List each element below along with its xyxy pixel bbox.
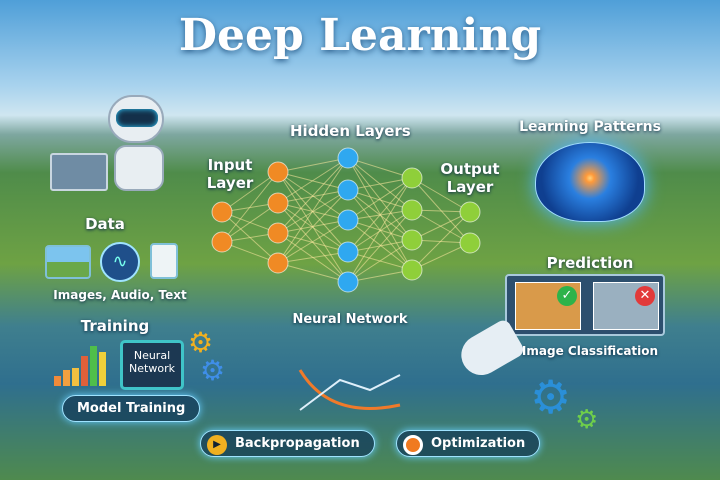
neuron-node <box>401 229 423 251</box>
connection-line <box>347 157 413 271</box>
connection-line <box>347 177 413 191</box>
model-training-button[interactable]: Model Training <box>62 395 201 422</box>
output-layer-label: Output Layer <box>440 160 500 196</box>
connection-line <box>411 211 471 241</box>
connection-line <box>221 171 279 243</box>
connection-line <box>277 189 349 204</box>
audio-waveform-icon: ∿ <box>100 242 140 282</box>
connection-line <box>277 189 349 234</box>
neuron-node <box>401 199 423 221</box>
learning-patterns-label: Learning Patterns <box>519 119 661 135</box>
neuron-node <box>267 222 289 244</box>
neuron-node <box>401 167 423 189</box>
neuron-node <box>337 147 359 169</box>
chart-bar <box>81 356 88 386</box>
chart-bar <box>90 346 97 386</box>
neural-network-caption: Neural Network <box>292 312 408 327</box>
training-label: Training <box>80 317 150 335</box>
connection-line <box>277 157 349 204</box>
gear-icon: ⚙ <box>200 354 226 387</box>
chart-bar <box>63 370 70 386</box>
connection-line <box>411 211 471 271</box>
chart-bar <box>72 368 79 386</box>
connection-line <box>347 189 413 211</box>
neuron-node <box>401 259 423 281</box>
bar-chart-icon <box>54 346 106 386</box>
neuron-node <box>459 201 481 223</box>
neuron-node <box>337 209 359 231</box>
document-icon <box>150 243 178 279</box>
connection-line <box>347 157 413 179</box>
neuron-node <box>211 231 233 253</box>
optimization-label: Optimization <box>431 436 526 451</box>
optimization-icon <box>403 435 423 455</box>
connection-line <box>277 157 349 264</box>
neuron-node <box>211 201 233 223</box>
image-icon <box>45 245 91 279</box>
hidden-layers-label: Hidden Layers <box>290 122 411 140</box>
connection-line <box>347 177 413 283</box>
connection-line <box>411 177 471 213</box>
connection-line <box>411 242 471 271</box>
neural-network-chip: Neural Network <box>120 340 184 390</box>
backpropagation-button[interactable]: ▶ Backpropagation <box>200 430 375 457</box>
brain-icon <box>535 142 645 222</box>
neural-network-diagram <box>211 147 481 293</box>
input-layer-label: Input Layer <box>206 156 254 192</box>
data-caption: Images, Audio, Text <box>53 288 187 302</box>
connection-line <box>221 202 279 243</box>
connection-line <box>347 239 413 283</box>
robot-illustration <box>50 95 190 205</box>
connection-line <box>347 209 413 253</box>
neuron-node <box>459 232 481 254</box>
connection-line <box>221 171 279 213</box>
neuron-node <box>337 179 359 201</box>
connection-line <box>277 202 349 253</box>
connection-line <box>277 189 349 264</box>
connection-line <box>347 219 413 271</box>
optimization-button[interactable]: Optimization <box>396 430 541 457</box>
connection-line <box>277 251 349 264</box>
neuron-node <box>337 271 359 293</box>
neuron-node <box>337 241 359 263</box>
neuron-node <box>267 252 289 274</box>
page-title: Deep Learning <box>178 10 542 61</box>
backpropagation-label: Backpropagation <box>235 436 360 451</box>
check-icon: ✓ <box>557 286 577 306</box>
image-classification-caption: Image Classification <box>521 344 659 358</box>
chart-bar <box>99 352 106 386</box>
connection-line <box>347 269 413 283</box>
connection-line <box>277 219 349 264</box>
cross-icon: ✕ <box>635 286 655 306</box>
prediction-label: Prediction <box>546 254 634 272</box>
play-icon: ▶ <box>207 435 227 455</box>
neuron-node <box>267 161 289 183</box>
data-label: Data <box>85 215 125 233</box>
neuron-node <box>267 192 289 214</box>
connection-line <box>347 177 413 253</box>
connection-line <box>277 232 349 253</box>
gear-icon: ⚙ <box>530 370 572 424</box>
connection-line <box>347 209 413 283</box>
gear-icon: ⚙ <box>575 405 599 435</box>
prediction-panel: ✓ ✕ <box>505 274 665 336</box>
loss-curve-icon <box>298 369 401 411</box>
connection-line <box>277 157 349 234</box>
chart-bar <box>54 376 61 386</box>
gear-icon: ⚙ <box>188 326 214 359</box>
connection-line <box>277 262 349 283</box>
connection-line <box>277 157 349 173</box>
connection-line <box>347 177 413 221</box>
